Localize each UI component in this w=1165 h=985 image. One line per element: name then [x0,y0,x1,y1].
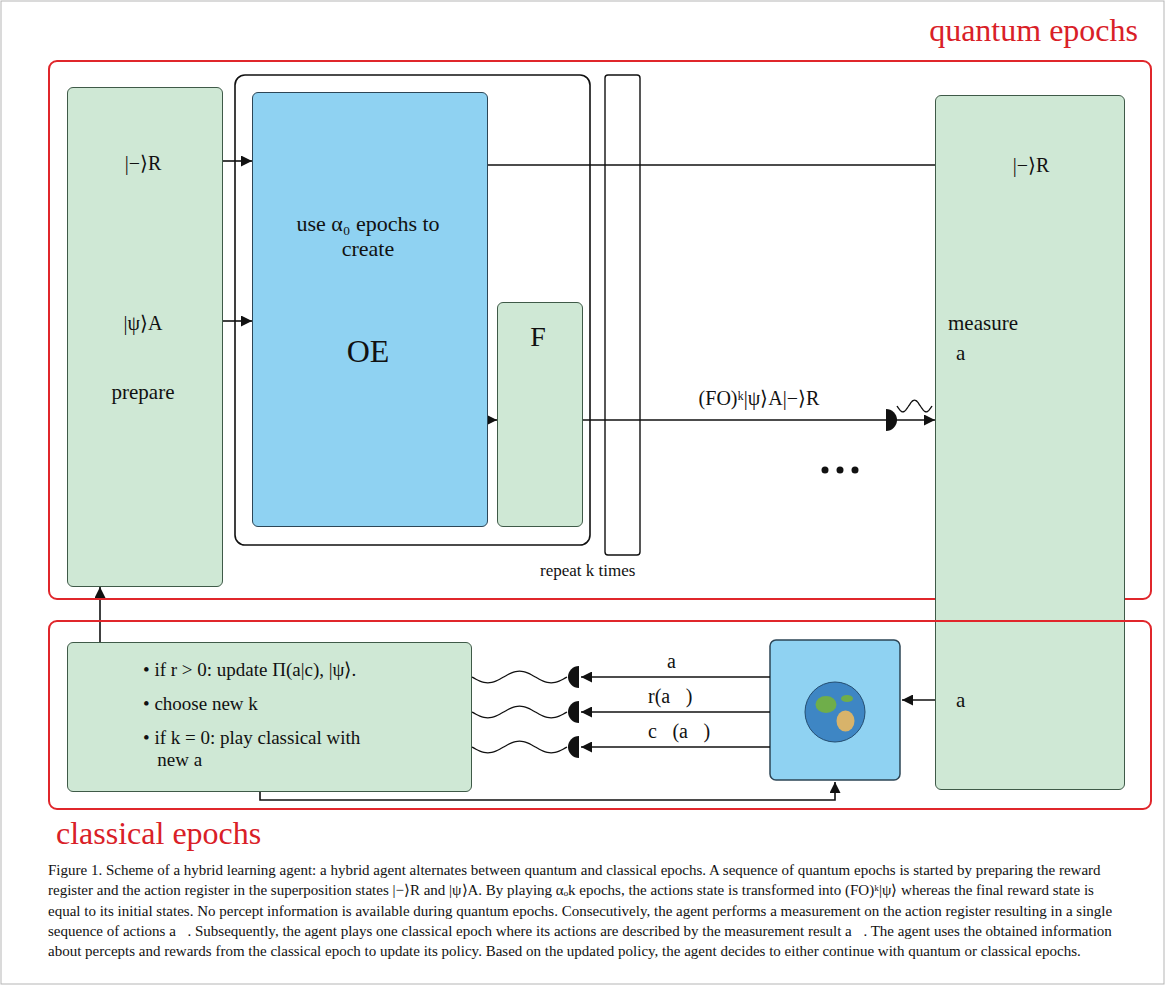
classical-region: classical epochs• if r > 0: update Π(a|c… [48,620,1152,810]
edge-label: (FO)ᵏ|ψ⟩A|−⟩R [697,386,822,410]
box-text: F [498,321,578,353]
box-text: |−⟩R [116,152,170,175]
box-text: a⃗ [956,341,986,365]
signal-label: a⃗ [667,650,691,672]
feedback-arrow [581,711,770,713]
signal-wiggle [472,671,567,683]
box-text: • choose new k [143,693,463,715]
globe-land [837,711,855,732]
connector [223,320,252,322]
prepare-box: |−⟩R |ψ⟩A prepare [67,87,223,587]
globe-land [841,695,853,702]
connector [583,419,935,421]
connector [99,587,101,642]
signal-wiggle [897,400,932,412]
signal-label: r(a⃗) [648,685,692,707]
loop-label: repeat k times [540,562,635,581]
oracle-box: use α₀ epochs to createOE [252,92,488,527]
box-text: prepare [68,380,218,404]
box-text: |ψ⟩A [116,312,170,335]
detector-symbol [568,736,579,758]
ellipsis-dot [852,467,859,474]
signal-wiggle [472,706,567,718]
update-box: • if r > 0: update Π(a|c), |ψ⟩. • choose … [67,642,472,792]
signal-label: c⃗(a⃗) [648,720,710,742]
region-title: classical epochs [56,815,261,852]
repeat-bar [605,75,640,555]
detector-symbol [568,666,579,688]
box-text: |−⟩R [1004,154,1058,177]
connector [488,164,935,166]
globe-icon [805,682,865,742]
box-text: • if r > 0: update Π(a|c), |ψ⟩. [143,659,463,681]
feedback-arrow [581,746,770,748]
loop-box [235,75,590,545]
feedback-arrow [581,676,770,678]
globe-land [816,696,837,713]
ellipsis-dot [837,467,844,474]
region-title: quantum epochs [929,12,1138,49]
box-text: measure [948,311,1068,335]
f-box: F [497,302,583,527]
caption-text: Figure 1. Scheme of a hybrid learning ag… [48,860,1123,961]
ellipsis-dot [822,467,829,474]
globe-ocean [805,682,865,742]
figure-caption: Figure 1. Scheme of a hybrid learning ag… [48,860,1123,961]
box-text: use α₀ epochs to create [288,211,448,262]
signal-wiggle [472,741,567,753]
box-text: a⃗ [956,688,986,712]
connector [223,160,252,162]
measure-box: |−⟩R measure a⃗ a⃗ [935,95,1125,790]
box-text: • if k = 0: play classical with new a⃗ [143,727,388,771]
environment-box [770,640,900,780]
detector-symbol [568,701,579,723]
connector [488,419,497,421]
box-text: OE [253,333,483,370]
